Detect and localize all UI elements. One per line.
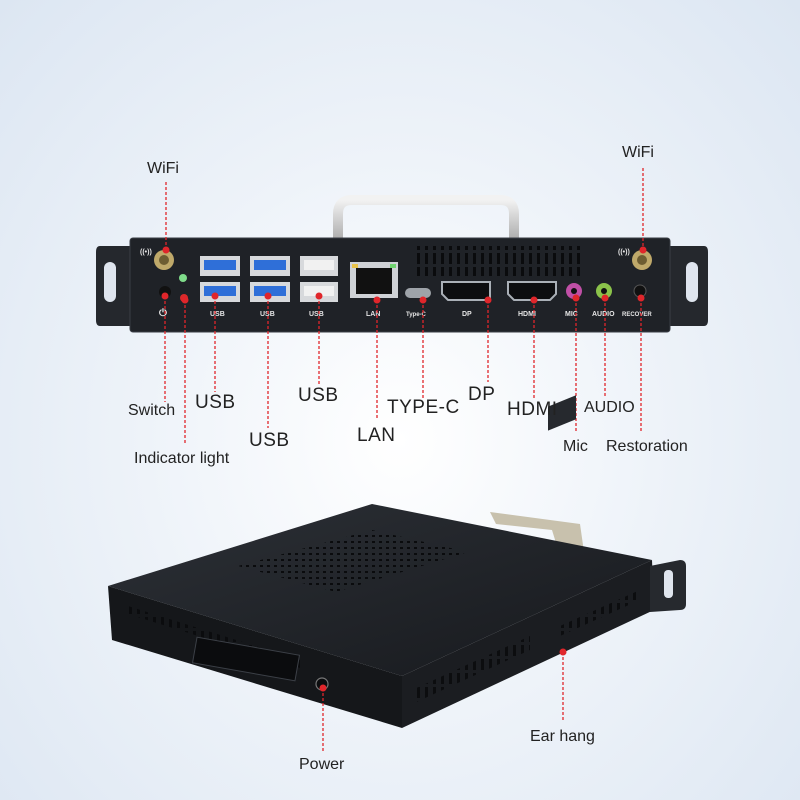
label-dp: DP xyxy=(468,384,496,405)
label-usb-2: USB xyxy=(249,430,290,451)
label-power: Power xyxy=(299,756,345,773)
usb-port-group-3: USB xyxy=(300,256,338,318)
ear-hang-bracket xyxy=(548,395,576,431)
label-restoration: Restoration xyxy=(606,438,688,455)
panel-lan: LAN xyxy=(366,311,380,318)
svg-text:((•)): ((•)) xyxy=(618,249,630,256)
svg-text:((•)): ((•)) xyxy=(140,249,152,256)
panel-usb-a: USB xyxy=(210,311,225,318)
label-lan: LAN xyxy=(357,425,396,446)
panel-usb-b: USB xyxy=(260,311,275,318)
mic-jack: MIC xyxy=(565,283,582,318)
label-ear-hang: Ear hang xyxy=(530,728,595,745)
chassis-illustration xyxy=(108,395,686,728)
carry-handle xyxy=(333,195,519,250)
panel-recover: RECOVER xyxy=(622,312,652,318)
audio-jack: AUDIO xyxy=(592,283,615,318)
indicator-led-green xyxy=(179,274,187,282)
wifi-antenna-left xyxy=(154,250,174,270)
label-wifi-right: WiFi xyxy=(622,144,654,161)
leader-lines-bottom xyxy=(322,652,564,752)
panel-usb-c: USB xyxy=(309,311,324,318)
panel-dp: DP xyxy=(462,311,472,318)
panel-hdmi: HDMI xyxy=(518,311,536,318)
lan-port: LAN xyxy=(350,262,398,318)
label-wifi-left: WiFi xyxy=(147,160,179,177)
leader-dots-bottom xyxy=(319,648,567,692)
dp-port: DP xyxy=(441,281,491,318)
label-switch: Switch xyxy=(128,402,176,419)
label-hdmi: HDMI xyxy=(507,399,558,420)
label-usb-1: USB xyxy=(195,392,236,413)
io-panel: ((•)) ((•)) ⏻ USB USB USB LAN xyxy=(96,195,708,333)
edge-connector xyxy=(191,636,301,682)
panel-type-c: Type-C xyxy=(406,312,427,318)
panel-mic: MIC xyxy=(565,311,578,318)
usb-port-group-1: USB xyxy=(200,256,240,318)
type-c-port: Type-C xyxy=(405,288,431,318)
label-indicator-light: Indicator light xyxy=(134,450,230,467)
svg-text:⏻: ⏻ xyxy=(159,307,167,319)
usb-port-group-2: USB xyxy=(250,256,290,318)
hdmi-port: HDMI xyxy=(507,281,557,318)
leader-dots-top xyxy=(161,246,647,304)
vent-strip xyxy=(415,246,580,276)
label-mic: Mic xyxy=(563,438,588,455)
wifi-antenna-right xyxy=(632,250,652,270)
label-audio: AUDIO xyxy=(584,399,635,416)
panel-audio: AUDIO xyxy=(592,311,615,318)
label-usb-3: USB xyxy=(298,385,339,406)
top-vent-grid xyxy=(238,530,468,592)
leader-lines-top xyxy=(164,168,644,445)
label-type-c: TYPE-C xyxy=(387,397,460,418)
